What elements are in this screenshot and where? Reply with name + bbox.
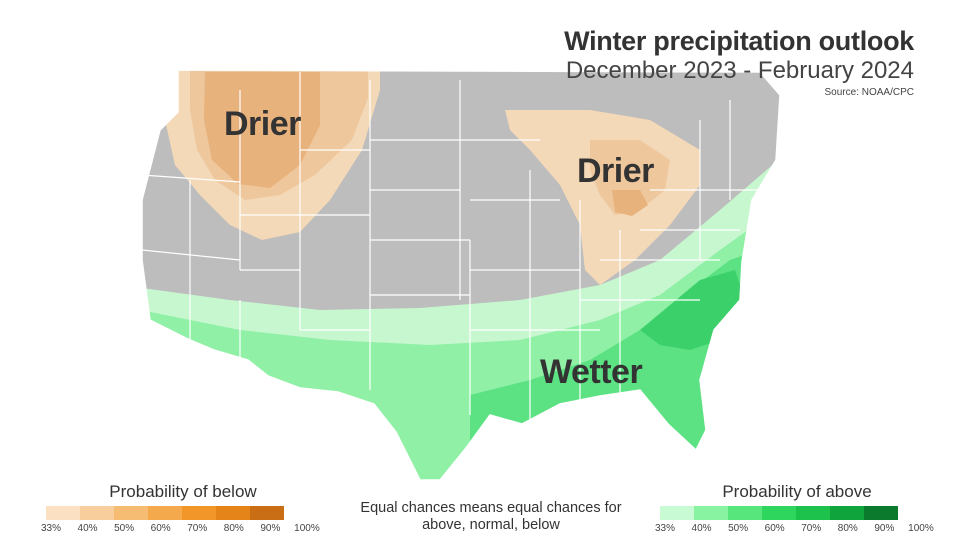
legend-above-swatch (830, 506, 864, 520)
legend-below-tick: 60% (150, 523, 171, 534)
legend-above-tick: 33% (654, 523, 675, 534)
drier-lakes-mid (590, 140, 670, 215)
legend-above-tick: 50% (728, 523, 749, 534)
legend-below-title: Probability of below (109, 482, 257, 501)
legend-below-tick: 90% (260, 523, 281, 534)
legend-below-tick: 70% (187, 523, 208, 534)
legend-below-swatch (148, 506, 182, 520)
drier-west-dark (204, 72, 320, 188)
legend-below-tick: 40% (77, 523, 98, 534)
map-subtitle: December 2023 - February 2024 (565, 57, 914, 84)
legend-above-swatch (864, 506, 898, 520)
drier-lakes-dark (612, 190, 648, 216)
legend-above-swatch (728, 506, 762, 520)
legend-below-swatch (182, 506, 216, 520)
legend-below-tick: 100% (294, 523, 320, 534)
legend-above-tick: 80% (837, 523, 858, 534)
legend-above-ticks: 33% 40% 50% 60% 70% 80% 90% 100% (652, 523, 934, 534)
legend-above-tick: 60% (764, 523, 785, 534)
legend-below-swatch (250, 506, 284, 520)
legend-above-title: Probability of above (722, 482, 872, 501)
legend-note: Equal chances means equal chances for ab… (360, 500, 622, 533)
legend-below-ticks: 33% 40% 50% 60% 70% 80% 90% 100% (38, 523, 320, 534)
legend-above-swatch (762, 506, 796, 520)
legend-below-swatches (46, 506, 320, 520)
label-drier-west: Drier (224, 105, 301, 143)
legend-above: Probability of above 33% 40% 50% 60% 70% 80% 9… (655, 482, 934, 534)
title-block: Winter precipitation outlook December 20… (564, 26, 914, 98)
legend-above-swatch (660, 506, 694, 520)
legend-below-swatch (46, 506, 80, 520)
legend-below-tick: 80% (223, 523, 244, 534)
legend-above-swatch (694, 506, 728, 520)
legend-above-swatch (796, 506, 830, 520)
legend-above-tick: 90% (874, 523, 895, 534)
legend-below: Probability of below 33% 40% 50% 60% 70% 80% 9… (41, 482, 320, 534)
label-wetter: Wetter (540, 353, 643, 391)
legend-above-swatches (660, 506, 934, 520)
legend-below-tick: 33% (40, 523, 61, 534)
legend-above-tick: 40% (691, 523, 712, 534)
map-title: Winter precipitation outlook (564, 26, 914, 56)
legend-below-swatch (216, 506, 250, 520)
legend-above-tick: 70% (801, 523, 822, 534)
legend-above-tick: 100% (908, 523, 934, 534)
legend-below-tick: 50% (114, 523, 135, 534)
label-drier-great-lakes: Drier (577, 152, 654, 190)
state-borders (142, 72, 760, 420)
us-outline (141, 69, 781, 481)
legend-below-swatch (80, 506, 114, 520)
legend-below-swatch (114, 506, 148, 520)
source-note: Source: NOAA/CPC (824, 87, 914, 98)
